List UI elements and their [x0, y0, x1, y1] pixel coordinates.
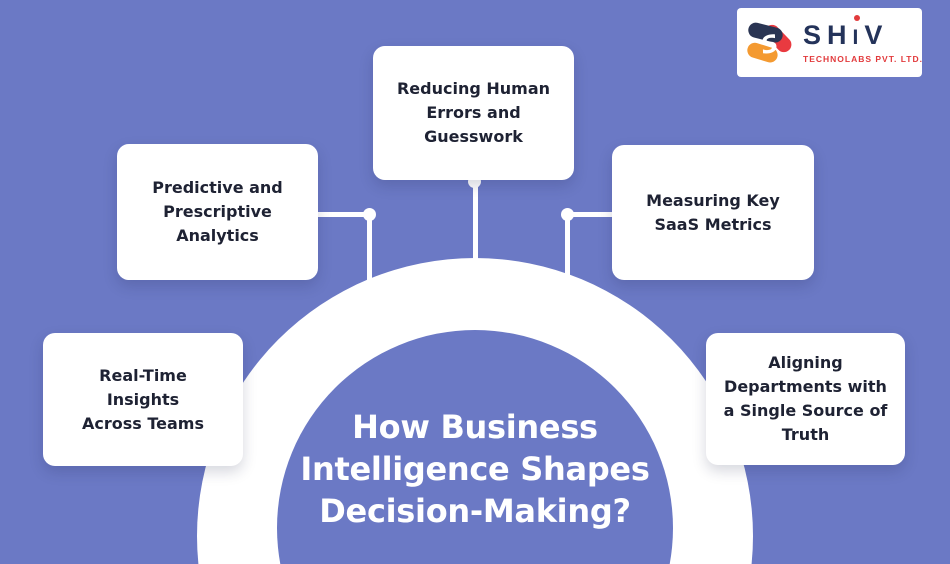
node-label-line: Real-Time [99, 365, 187, 385]
logo-i-dot [853, 14, 860, 21]
node-label-line: Aligning [768, 353, 843, 372]
node-label-line: Prescriptive [163, 202, 272, 221]
connector-left-vertical [367, 214, 372, 288]
logo-brand-i: I [852, 14, 865, 51]
node-label-line: Reducing Human [396, 79, 551, 98]
connector-center-vertical [473, 180, 478, 265]
node-label-line: Departments with [724, 377, 887, 396]
node-real-time-insights: Real-Time Insights Across Teams [43, 333, 243, 466]
node-label-line: Insights [106, 389, 180, 409]
node-label-line: Truth [781, 425, 830, 444]
node-label-line: Errors and [426, 103, 521, 122]
logo-brand-post: V [864, 19, 889, 50]
node-label-line: Measuring Key [646, 190, 780, 210]
shiv-logo-icon: S [744, 15, 800, 70]
connector-right-vertical [565, 214, 570, 282]
node-label-line: SaaS Metrics [654, 214, 772, 234]
node-aligning-departments: Aligning Departments with a Single Sourc… [706, 333, 905, 465]
node-predictive-prescriptive-analytics: Predictive and Prescriptive Analytics [117, 144, 318, 280]
node-label-line: Analytics [176, 226, 259, 245]
node-reducing-human-errors: Reducing Human Errors and Guesswork [373, 46, 574, 180]
logo-i-letter: I [852, 25, 865, 49]
node-label-line: a Single Source of [723, 401, 888, 420]
main-title-line-3: Decision-Making? [319, 492, 631, 530]
svg-text:S: S [758, 29, 781, 60]
node-label-line: Guesswork [424, 127, 523, 146]
main-title-line-1: How Business [352, 408, 598, 446]
main-title-line-2: Intelligence Shapes [300, 450, 650, 488]
logo-subtitle: TECHNOLABS PVT. LTD. [803, 53, 923, 64]
node-label-line: Across Teams [82, 413, 204, 433]
node-label-line: Predictive and [152, 178, 283, 197]
connector-left-horizontal [314, 212, 372, 217]
logo-brand-pre: SH [803, 19, 853, 50]
connector-right-horizontal [566, 212, 615, 217]
main-title: How Business Intelligence Shapes Decisio… [235, 406, 715, 532]
node-measuring-key-saas-metrics: Measuring Key SaaS Metrics [612, 145, 814, 280]
